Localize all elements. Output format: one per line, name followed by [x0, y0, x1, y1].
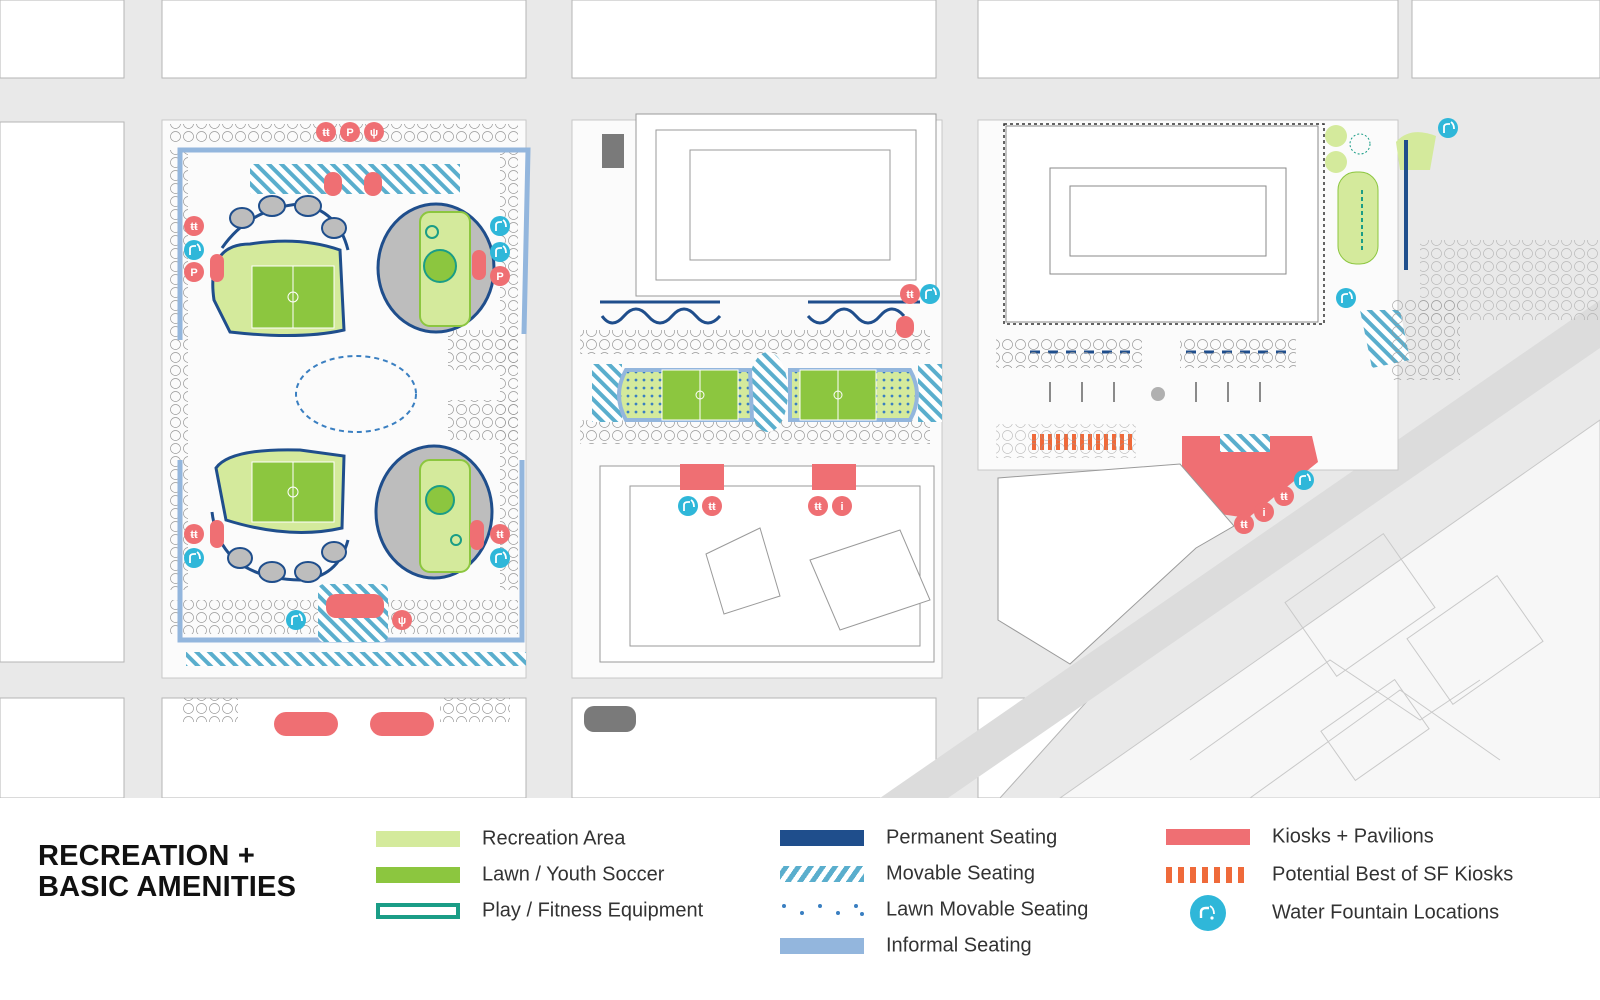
legend-item-informal-seating: Informal Seating: [780, 929, 1120, 963]
water-fountain-icon: [286, 610, 306, 630]
legend-item-best-of-sf-kiosks: Potential Best of SF Kiosks: [1166, 858, 1586, 892]
movable-seating-swatch: [780, 866, 864, 882]
legend-item-water-fountain: Water Fountain Locations: [1166, 895, 1586, 931]
legend-label: Play / Fitness Equipment: [482, 899, 704, 922]
information-icon: i: [832, 496, 852, 516]
restroom-icon: ŧŧ: [702, 496, 722, 516]
recreation-area-swatch: [376, 831, 460, 847]
legend-item-play-fitness: Play / Fitness Equipment: [376, 894, 736, 928]
water-fountain-icon: [1336, 288, 1356, 308]
svg-text:ŧŧ: ŧŧ: [1280, 491, 1288, 503]
legend-title-line2: BASIC AMENITIES: [38, 871, 297, 903]
play-fitness-swatch: [376, 903, 460, 919]
legend-item-kiosks-pavilions: Kiosks + Pavilions: [1166, 820, 1586, 854]
restroom-icon: ŧŧ: [1274, 486, 1294, 506]
svg-text:ŧŧ: ŧŧ: [708, 501, 716, 513]
svg-text:ŧŧ: ŧŧ: [906, 289, 914, 301]
svg-text:P: P: [190, 267, 197, 279]
water-fountain-icon: [490, 548, 510, 568]
restroom-icon: ŧŧ: [184, 524, 204, 544]
permanent-seating-swatch: [780, 830, 864, 846]
water-fountain-icon: [490, 242, 510, 262]
legend-item-permanent-seating: Permanent Seating: [780, 821, 1120, 855]
food-icon: ψ: [364, 122, 384, 142]
svg-text:i: i: [1262, 507, 1265, 519]
water-fountain-icon: [1294, 470, 1314, 490]
water-fountain-icon: [184, 548, 204, 568]
bench-cluster: [584, 706, 636, 732]
svg-text:ŧŧ: ŧŧ: [496, 529, 504, 541]
map-legend: RECREATION + BASIC AMENITIES Recreation …: [0, 798, 1600, 1000]
legend-label: Recreation Area: [482, 827, 626, 850]
water-fountain-icon: [490, 216, 510, 236]
restroom-icon: ŧŧ: [184, 216, 204, 236]
lawn-movable-seating-swatch: [780, 902, 864, 918]
restroom-icon: ŧŧ: [1234, 514, 1254, 534]
restroom-icon: ŧŧ: [490, 524, 510, 544]
legend-item-lawn-movable-seating: Lawn Movable Seating: [780, 893, 1120, 927]
svg-text:ψ: ψ: [398, 615, 406, 627]
legend-label: Permanent Seating: [886, 826, 1058, 849]
legend-item-recreation-area: Recreation Area: [376, 822, 736, 856]
svg-text:P: P: [496, 271, 503, 283]
lawn-swatch: [376, 867, 460, 883]
svg-text:ŧŧ: ŧŧ: [190, 221, 198, 233]
svg-text:ŧŧ: ŧŧ: [814, 501, 822, 513]
legend-label: Lawn / Youth Soccer: [482, 863, 665, 886]
svg-text:ŧŧ: ŧŧ: [190, 529, 198, 541]
kiosks-swatch: [1166, 829, 1250, 845]
legend-label: Water Fountain Locations: [1272, 901, 1500, 924]
legend-title-line1: RECREATION +: [38, 840, 255, 872]
street-kiosk: [370, 712, 434, 736]
street-kiosk: [274, 712, 338, 736]
restroom-icon: ŧŧ: [316, 122, 336, 142]
market-street: [880, 300, 1600, 798]
parking-icon: P: [340, 122, 360, 142]
water-fountain-icon: [1190, 895, 1226, 931]
parking-icon: P: [184, 262, 204, 282]
civic-center-plaza: [161, 119, 531, 679]
legend-title: RECREATION + BASIC AMENITIES: [38, 841, 296, 903]
svg-text:ŧŧ: ŧŧ: [322, 127, 330, 139]
legend-item-lawn-youth-soccer: Lawn / Youth Soccer: [376, 858, 736, 892]
water-fountain-icon: [678, 496, 698, 516]
southeast-blocks: [1059, 419, 1600, 798]
fulton-mall-block: [571, 113, 943, 679]
legend-label: Movable Seating: [886, 862, 1035, 885]
food-icon: ψ: [392, 610, 412, 630]
best-of-sf-kiosks-swatch: [1166, 867, 1250, 883]
legend-label: Kiosks + Pavilions: [1272, 825, 1434, 848]
svg-text:ψ: ψ: [370, 127, 378, 139]
restroom-icon: ŧŧ: [900, 284, 920, 304]
legend-label: Potential Best of SF Kiosks: [1272, 863, 1514, 886]
water-fountain-icon: [1438, 118, 1458, 138]
legend-label: Informal Seating: [886, 934, 1032, 957]
water-fountain-icon: [184, 240, 204, 260]
svg-text:ŧŧ: ŧŧ: [1240, 519, 1248, 531]
information-icon: i: [1254, 502, 1274, 522]
legend-label: Lawn Movable Seating: [886, 898, 1089, 921]
parking-icon: P: [490, 266, 510, 286]
building-blocks: [0, 0, 1600, 798]
legend-item-movable-seating: Movable Seating: [780, 857, 1120, 891]
water-fountain-icon: [920, 284, 940, 304]
svg-text:P: P: [346, 127, 353, 139]
svg-text:i: i: [840, 501, 843, 513]
restroom-icon: ŧŧ: [808, 496, 828, 516]
informal-seating-swatch: [780, 938, 864, 954]
un-plaza-block: [977, 119, 1600, 665]
